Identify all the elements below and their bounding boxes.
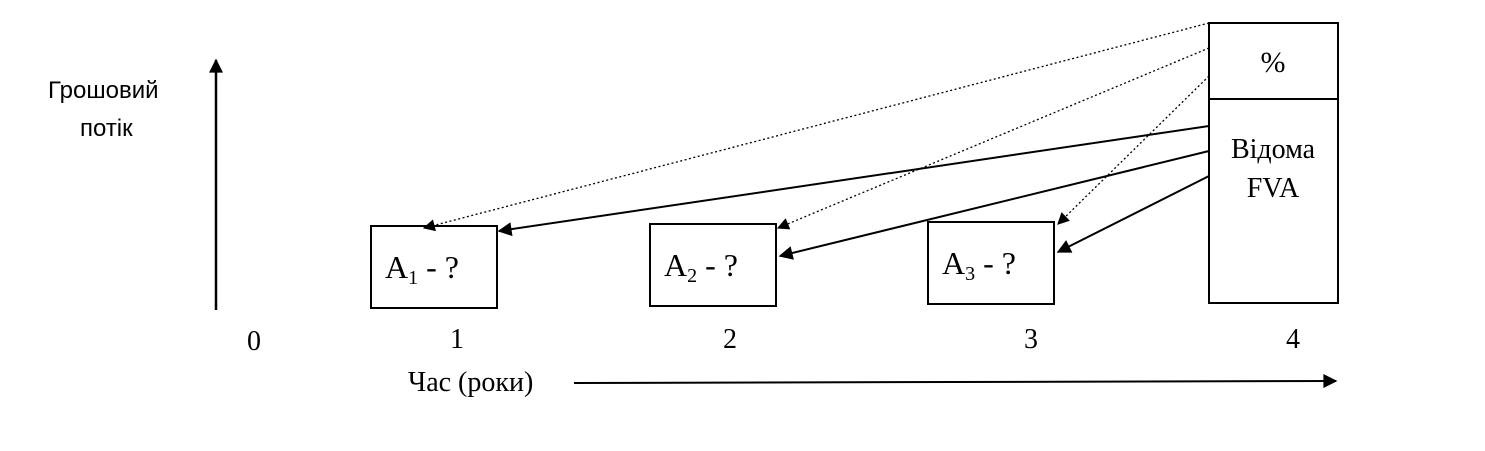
tick-label-2: 2	[723, 324, 737, 355]
tick-label-0: 0	[247, 326, 261, 357]
rate-arrow-2	[776, 47, 1210, 230]
payment-label-1: A1 - ?	[385, 249, 459, 289]
y-axis-label-line2: потік	[80, 115, 133, 142]
payment-label-2: A2 - ?	[664, 247, 738, 287]
payment-box-3: A3 - ?	[927, 221, 1055, 305]
rate-arrow-1	[422, 22, 1210, 232]
known-fva-label-line2: FVA	[1247, 173, 1300, 204]
interest-rate-label: %	[1261, 46, 1286, 79]
fva-arrow-3	[1056, 175, 1210, 253]
x-axis-line	[573, 374, 1338, 389]
fva-arrow-1	[497, 125, 1210, 237]
tick-label-4: 4	[1286, 324, 1300, 355]
payment-label-3: A3 - ?	[942, 245, 1016, 285]
fva-box: % Відома FVA	[1208, 22, 1339, 304]
rate-arrow-3	[1057, 75, 1210, 225]
tick-label-1: 1	[450, 324, 464, 355]
known-fva-label-line1: Відома	[1231, 134, 1316, 165]
payment-box-1: A1 - ?	[370, 225, 498, 309]
y-axis-label-line1: Грошовий	[48, 77, 159, 104]
payment-box-2: A2 - ?	[649, 223, 777, 307]
tick-label-3: 3	[1024, 324, 1038, 355]
x-axis-label: Час (роки)	[408, 367, 533, 398]
fva-arrow-2	[778, 150, 1210, 260]
